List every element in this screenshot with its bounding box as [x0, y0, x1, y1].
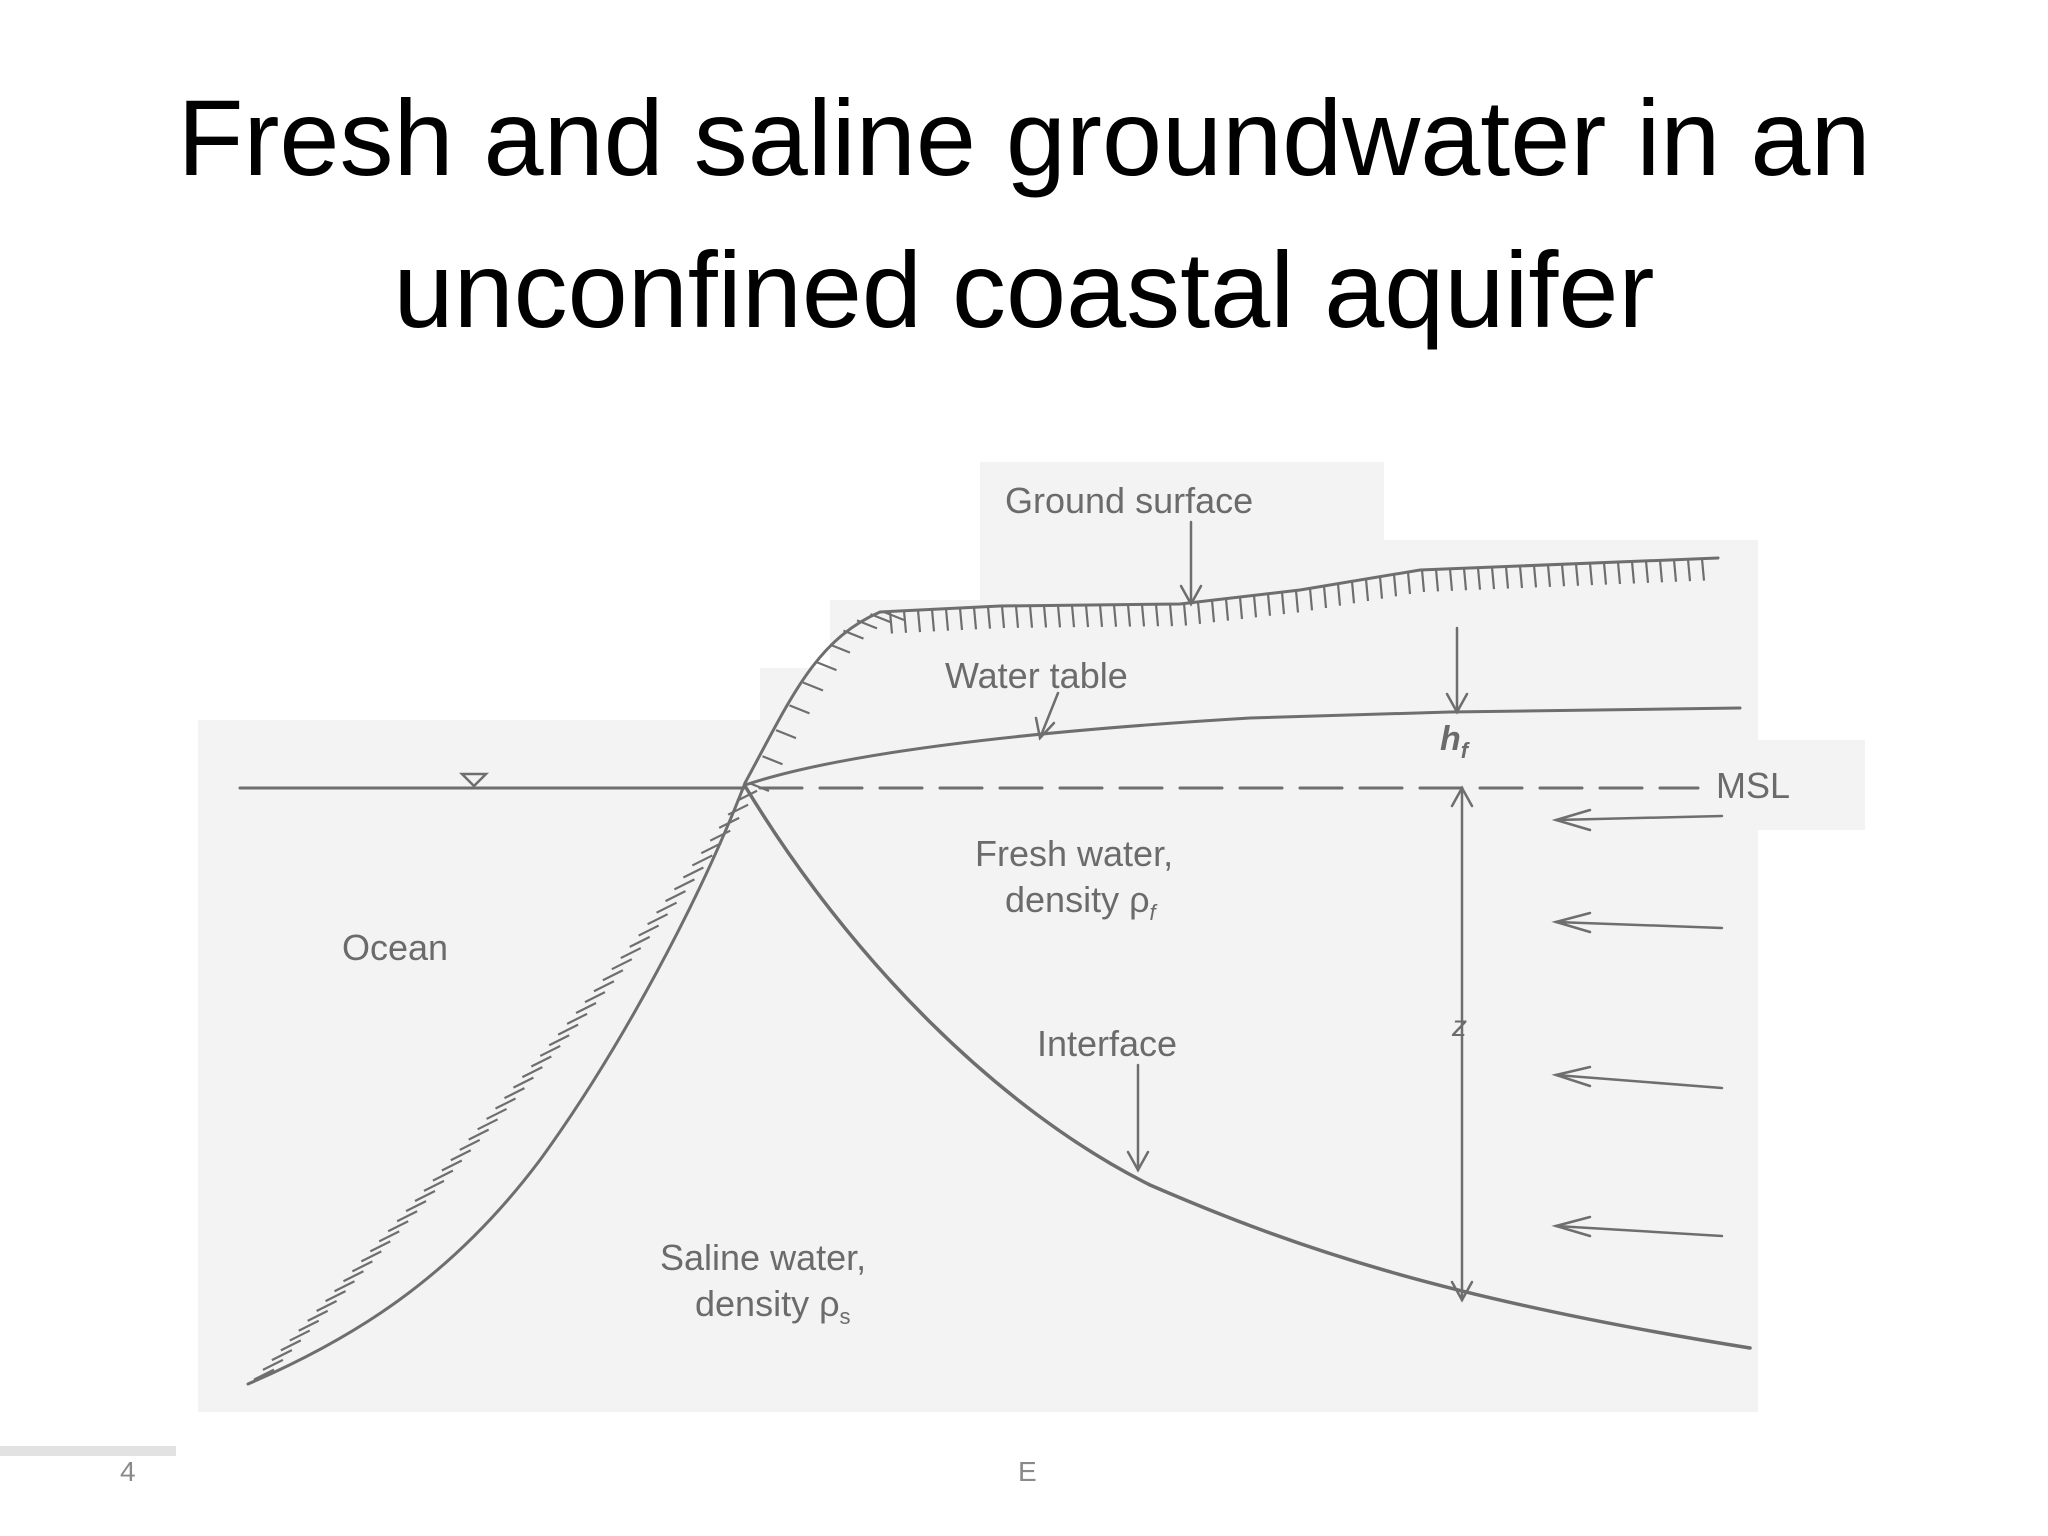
- figure-background: [198, 462, 1865, 1412]
- water-level-icon: [458, 772, 490, 788]
- saline-density-sub: s: [840, 1304, 851, 1329]
- fresh-density-text: density ρ: [1005, 879, 1150, 920]
- water-table-arrow: [1038, 691, 1060, 740]
- hf-label: hf: [1440, 720, 1471, 763]
- saline-water-label-line2: density ρs: [695, 1283, 851, 1329]
- footer-bar: [0, 1446, 176, 1456]
- footer-text: E: [1018, 1456, 1037, 1487]
- fresh-water-label-line2: density ρf: [1005, 879, 1159, 925]
- msl-label: MSL: [1716, 765, 1790, 806]
- z-label: z: [1451, 1010, 1467, 1043]
- fresh-density-sub: f: [1150, 900, 1159, 925]
- hf-label-main: h: [1440, 720, 1461, 758]
- interface-line: [743, 784, 1752, 1350]
- water-table-label: Water table: [945, 655, 1128, 696]
- water-table-line: [743, 706, 1742, 787]
- ocean-label: Ocean: [342, 927, 448, 968]
- fresh-water-label-line1: Fresh water,: [975, 833, 1173, 874]
- saline-water-label-line1: Saline water,: [660, 1237, 866, 1278]
- interface-label: Interface: [1037, 1023, 1177, 1064]
- slide-title: Fresh and saline groundwater in an uncon…: [0, 62, 2048, 366]
- slide-number: 4: [120, 1456, 136, 1487]
- title-line-1: Fresh and saline groundwater in an: [177, 77, 1871, 198]
- seabed-hatching: [253, 789, 758, 1381]
- ground-surface-label: Ground surface: [1005, 480, 1253, 521]
- hf-label-sub: f: [1461, 738, 1471, 763]
- freshwater-inflow-arrows: [1551, 808, 1724, 1238]
- ground-hatching: [748, 558, 1706, 793]
- saline-density-text: density ρ: [695, 1283, 840, 1324]
- seabed-slope-line: [246, 781, 747, 1386]
- title-line-2: unconfined coastal aquifer: [393, 229, 1655, 350]
